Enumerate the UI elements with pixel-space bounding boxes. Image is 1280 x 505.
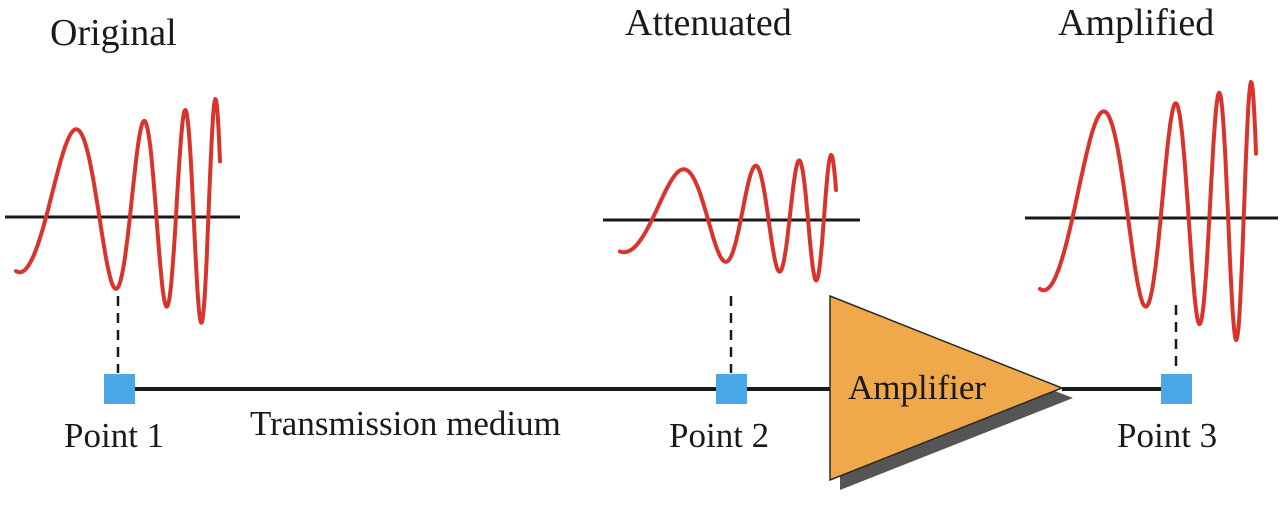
amplifier-triangle — [829, 294, 1065, 482]
point1-marker — [104, 374, 135, 404]
amplified-signal-title: Amplified — [1058, 2, 1214, 44]
amplified-waveform — [1038, 79, 1258, 342]
point2-marker — [716, 374, 747, 404]
point2-label: Point 2 — [669, 416, 769, 455]
point1-label: Point 1 — [64, 416, 164, 455]
attenuated-signal-title: Attenuated — [625, 2, 792, 44]
original-signal-title: Original — [50, 12, 177, 54]
amplifier-label: Amplifier — [848, 368, 986, 407]
attenuated-waveform — [618, 153, 838, 283]
original-waveform — [14, 97, 222, 325]
point3-marker — [1161, 374, 1192, 404]
transmission-medium-label: Transmission medium — [250, 404, 561, 443]
point3-label: Point 3 — [1117, 416, 1217, 455]
